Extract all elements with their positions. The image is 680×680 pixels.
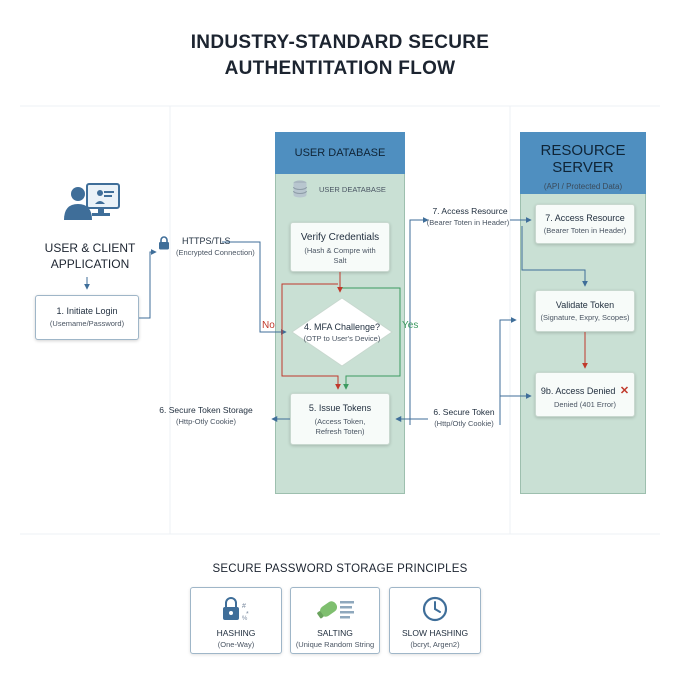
mfa-sub: (OTP to User's Device) — [303, 334, 381, 343]
access-resource-label-sub: (Bearer Toten in Header) — [426, 218, 510, 227]
principle-slow-hashing-title: SLOW HASHING — [401, 628, 469, 638]
verify-credentials-card[interactable]: Verify Credentials (Hash & Compre with S… — [290, 222, 390, 272]
client-token-storage-title: 6. Secure Token Storage — [159, 405, 253, 415]
resource-server-title-1: RESOURCE — [540, 142, 626, 159]
issue-tokens-sub-1: (Access Token, — [314, 417, 366, 426]
principle-salting-sub: (Unique Random String — [295, 640, 375, 649]
server-token-storage-title: 6. Secure Token — [433, 407, 495, 417]
principle-hashing-title: HASHING — [216, 628, 256, 638]
access-denied-card[interactable]: 9b. Access Denied ✕ Denied (401 Error) — [535, 372, 635, 417]
lock-icon — [158, 236, 170, 255]
mfa-yes-label: Yes — [402, 320, 419, 331]
clock-icon — [390, 596, 480, 622]
verify-credentials-sub-2: Salt — [333, 256, 347, 265]
issue-tokens-title: 5. Issue Tokens — [308, 403, 372, 413]
arrow-tls-to-database — [222, 241, 287, 335]
client-token-storage-sub: (Http-Otly Cookie) — [175, 417, 236, 426]
svg-text:*: * — [246, 611, 249, 618]
verify-credentials-sub-1: (Hash & Compre with — [304, 246, 376, 255]
mfa-challenge-diamond[interactable]: 4. MFA Challenge? (OTP to User's Device) — [290, 296, 394, 368]
lock-hash-icon: # * % — [191, 596, 281, 622]
server-token-storage-sub: (Http/Otly Cookie) — [434, 419, 494, 428]
verify-credentials-title: Verify Credentials — [300, 232, 380, 243]
principle-hashing-sub: (One-Way) — [217, 640, 255, 649]
access-denied-title: 9b. Access Denied — [540, 386, 616, 396]
access-denied-sub: Denied (401 Error) — [553, 400, 617, 409]
validate-token-sub: (Signature, Expry, Scopes) — [540, 313, 630, 322]
access-denied-title-row: 9b. Access Denied ✕ — [536, 384, 634, 397]
resource-server-title-2: SERVER — [552, 159, 614, 176]
https-title: HTTPS/TLS — [182, 236, 231, 246]
client-name: USER & CLIENT APPLICATION — [30, 240, 150, 272]
resource-server-subtitle: (API / Protected Data) — [543, 182, 623, 191]
principles-heading: SECURE PASSWORD STORAGE PRINCIPLES — [212, 563, 468, 575]
issue-tokens-card[interactable]: 5. Issue Tokens (Access Token, Refresh T… — [290, 393, 390, 445]
validate-token-title: Validate Token — [555, 300, 615, 310]
server-token-storage-label: 6. Secure Token (Http/Otly Cookie) — [424, 407, 504, 428]
database-label: USER DEATABASE — [319, 185, 386, 194]
svg-text:#: # — [242, 603, 246, 610]
resource-server-header: RESOURCE SERVER — [520, 132, 646, 194]
principle-card-slow-hashing[interactable]: SLOW HASHING (bcryt, Argen2) — [389, 587, 481, 654]
https-sub: (Encrypted Connection) — [176, 248, 255, 257]
principle-slow-hashing-sub: (bcryt, Argen2) — [410, 640, 460, 649]
access-resource-card[interactable]: 7. Access Resource (Bearer Toten in Head… — [535, 204, 635, 244]
arrow-access-to-validate — [521, 226, 588, 287]
database-row: USER DEATABASE — [292, 180, 402, 200]
arrow-storage-to-access — [499, 317, 517, 425]
title-line-1: INDUSTRY-STANDARD SECURE — [190, 32, 490, 53]
initiate-login-sub: (Usemame/Password) — [49, 319, 125, 328]
access-resource-label-title: 7. Access Resource — [432, 206, 508, 216]
principle-salting-title: SALTING — [317, 628, 353, 638]
user-computer-icon — [62, 182, 122, 229]
client-name-line-2: APPLICATION — [50, 257, 130, 271]
user-database-header: USER DATABASE — [275, 132, 405, 174]
svg-text:%: % — [242, 616, 248, 622]
arrow-mfa-yes — [342, 287, 401, 390]
x-icon: ✕ — [619, 385, 630, 397]
client-token-storage-label: 6. Secure Token Storage (Http-Otly Cooki… — [145, 405, 267, 426]
access-resource-label: 7. Access Resource (Bearer Toten in Head… — [427, 206, 512, 227]
mfa-title: 4. MFA Challenge? — [303, 322, 381, 332]
access-resource-card-sub: (Bearer Toten in Header) — [543, 226, 627, 235]
page-title: INDUSTRY-STANDARD SECURE AUTHENTITATION … — [0, 30, 680, 82]
arrow-mfa-no — [281, 283, 341, 390]
arrow-login-to-tls — [139, 249, 157, 319]
mfa-no-label: No — [262, 320, 275, 331]
title-line-2: AUTHENTITATION FLOW — [224, 58, 456, 79]
initiate-login-title: 1. Initiate Login — [56, 306, 118, 316]
arrow-up-to-access-label — [409, 217, 429, 425]
database-icon — [292, 180, 308, 203]
user-database-header-label: USER DATABASE — [294, 147, 386, 159]
salt-shaker-icon — [291, 596, 379, 622]
client-name-line-1: USER & CLIENT — [44, 241, 136, 255]
access-resource-card-title: 7. Access Resource — [545, 213, 625, 223]
principle-card-hashing[interactable]: # * % HASHING (One-Way) — [190, 587, 282, 654]
validate-token-card[interactable]: Validate Token (Signature, Expry, Scopes… — [535, 290, 635, 332]
initiate-login-card[interactable]: 1. Initiate Login (Usemame/Password) — [35, 295, 139, 340]
principle-card-salting[interactable]: SALTING (Unique Random String — [290, 587, 380, 654]
issue-tokens-sub-2: Refresh Toten) — [315, 427, 365, 436]
